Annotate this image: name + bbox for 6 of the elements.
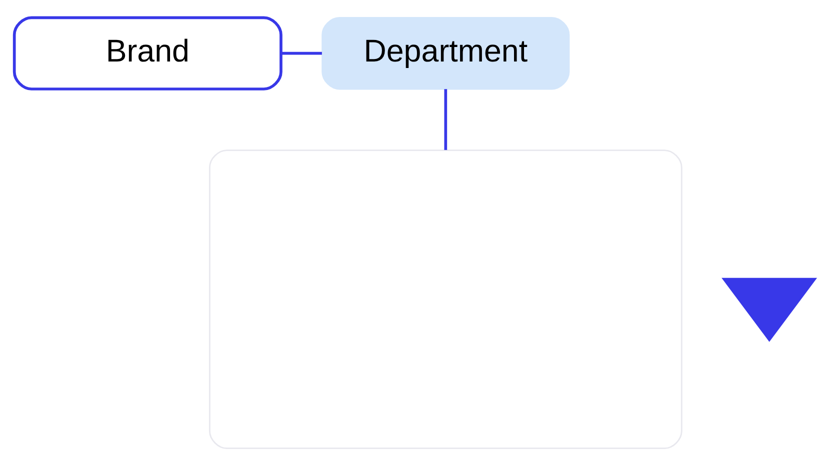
node-box: Brand: [12, 16, 282, 90]
node-box: Department: [322, 17, 570, 90]
connector: [444, 89, 448, 150]
node-funnel: [722, 278, 818, 342]
connector: [282, 52, 322, 55]
node-box: [208, 150, 682, 449]
